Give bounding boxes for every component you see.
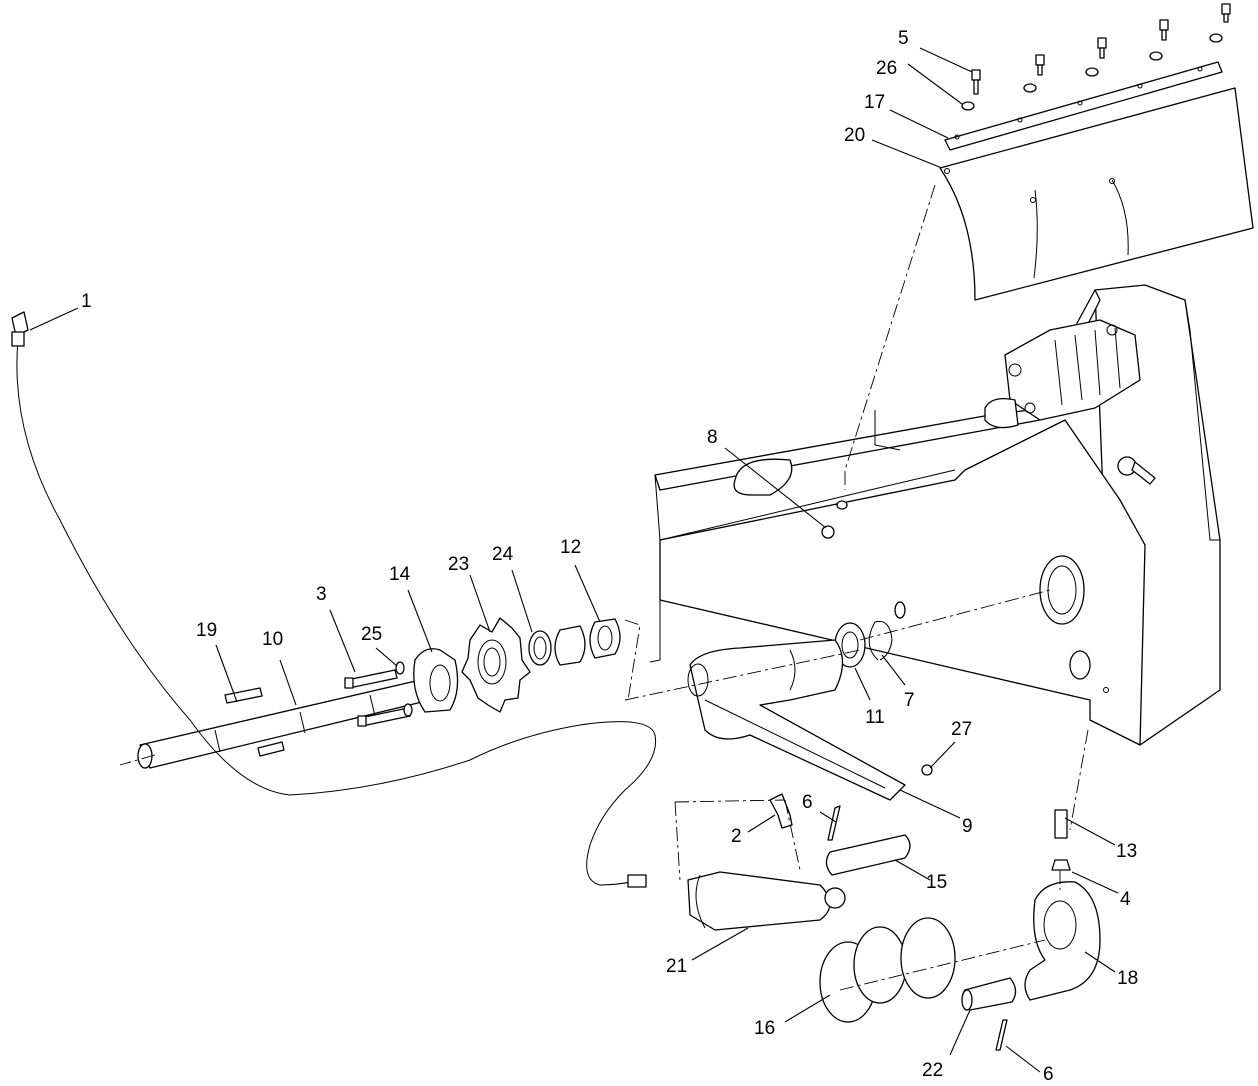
leader-lines	[29, 47, 1119, 1073]
pivot-bracket	[1024, 881, 1101, 1001]
elbow-fitting	[769, 793, 793, 829]
hydraulic-motor	[984, 319, 1141, 429]
callout-3: 3	[316, 584, 327, 605]
callout-6-upper: 6	[802, 792, 813, 813]
callout-15: 15	[926, 872, 947, 893]
callout-labels: 1 2 3 4 5 6 6 7 8 9 10 11 12 13 14 15 16…	[81, 28, 1138, 1085]
snap-ring	[868, 620, 893, 661]
key	[224, 687, 285, 757]
clevis-pin	[825, 834, 911, 876]
callout-18: 18	[1117, 968, 1138, 989]
sprocket	[461, 617, 531, 713]
arm-nut	[921, 764, 933, 776]
callout-12: 12	[560, 537, 581, 558]
callout-20: 20	[844, 125, 865, 146]
callout-23: 23	[448, 554, 469, 575]
housing-latch	[1117, 456, 1156, 485]
callout-7: 7	[904, 690, 915, 711]
deflector-shield	[939, 87, 1254, 301]
callout-16: 16	[754, 1018, 775, 1039]
mounting-strip	[944, 61, 1223, 151]
pivot-pin	[961, 977, 1017, 1011]
callout-4: 4	[1120, 889, 1131, 910]
frame-bearing	[894, 555, 1109, 693]
alignment-lines	[119, 184, 1089, 991]
bushings	[554, 618, 621, 666]
shield-washers	[961, 33, 1223, 111]
cotter-pin-lower	[995, 1019, 1008, 1051]
spacer-ring	[528, 630, 552, 666]
flange-bolts	[344, 661, 413, 727]
callout-22: 22	[922, 1060, 943, 1081]
callout-25: 25	[361, 624, 382, 645]
callout-27: 27	[951, 719, 972, 740]
callout-21: 21	[666, 956, 687, 977]
callout-14: 14	[389, 564, 411, 585]
callout-9: 9	[962, 816, 973, 837]
drive-shaft	[137, 679, 431, 769]
callout-5: 5	[898, 28, 909, 49]
callout-19: 19	[196, 620, 217, 641]
shield-bolts	[971, 3, 1231, 95]
hydraulic-hose	[11, 311, 657, 888]
callout-2: 2	[731, 826, 742, 847]
shims	[819, 917, 956, 1023]
callout-10: 10	[262, 629, 283, 650]
hydraulic-cylinder	[687, 871, 846, 931]
callout-11: 11	[865, 707, 885, 728]
callout-13: 13	[1116, 841, 1137, 862]
callout-8: 8	[707, 427, 718, 448]
frame-nut	[821, 500, 848, 539]
callout-6-lower: 6	[1043, 1064, 1054, 1085]
callout-17: 17	[864, 92, 885, 113]
flange-hub	[413, 648, 459, 713]
grease-fitting	[1051, 809, 1071, 871]
callout-26: 26	[876, 58, 897, 79]
lift-loop	[733, 458, 793, 496]
callout-1: 1	[81, 291, 92, 312]
cotter-pin-upper	[827, 805, 841, 841]
main-frame	[649, 284, 1221, 746]
pivot-arm	[687, 639, 906, 801]
callout-24: 24	[492, 544, 514, 565]
